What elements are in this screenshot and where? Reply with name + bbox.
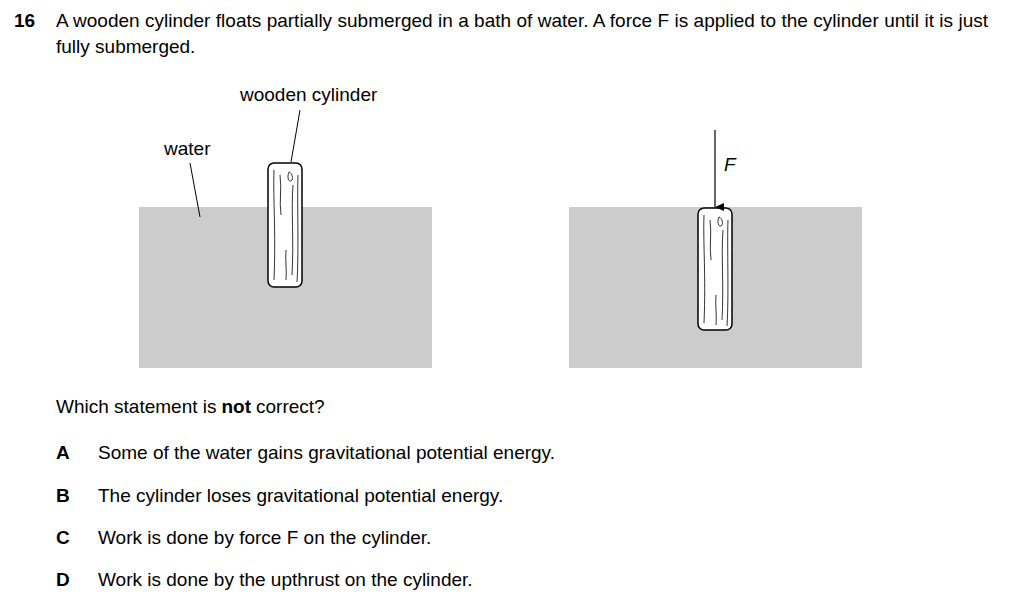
force-arrow [714,130,715,207]
wood-grain [274,170,298,282]
part-label: wooden cylinder [240,82,377,108]
wooden-cylinder [268,163,302,287]
option-text: The cylinder loses gravitational potenti… [98,483,503,509]
option-letter: C [56,525,70,551]
prompt-text: Which statement is [56,394,217,420]
wood-grain [704,215,728,326]
leader-line [190,163,200,217]
part-label: water [164,136,210,162]
option-letter: B [56,483,70,509]
prompt-text: correct? [256,394,325,420]
force-label: F [724,152,736,178]
option-text: Some of the water gains gravitational po… [98,440,555,466]
wooden-cylinder [698,208,732,330]
leader-line [291,110,300,162]
option-letter: A [56,440,70,466]
option-letter: D [56,567,70,593]
option-text: Work is done by the upthrust on the cyli… [98,567,473,593]
option-text: Work is done by force F on the cylinder. [98,525,431,551]
water-bath [569,207,862,368]
prompt-text: not [222,394,252,420]
question-number: 16 [14,8,35,34]
question-text: A wooden cylinder floats partially subme… [56,8,988,60]
